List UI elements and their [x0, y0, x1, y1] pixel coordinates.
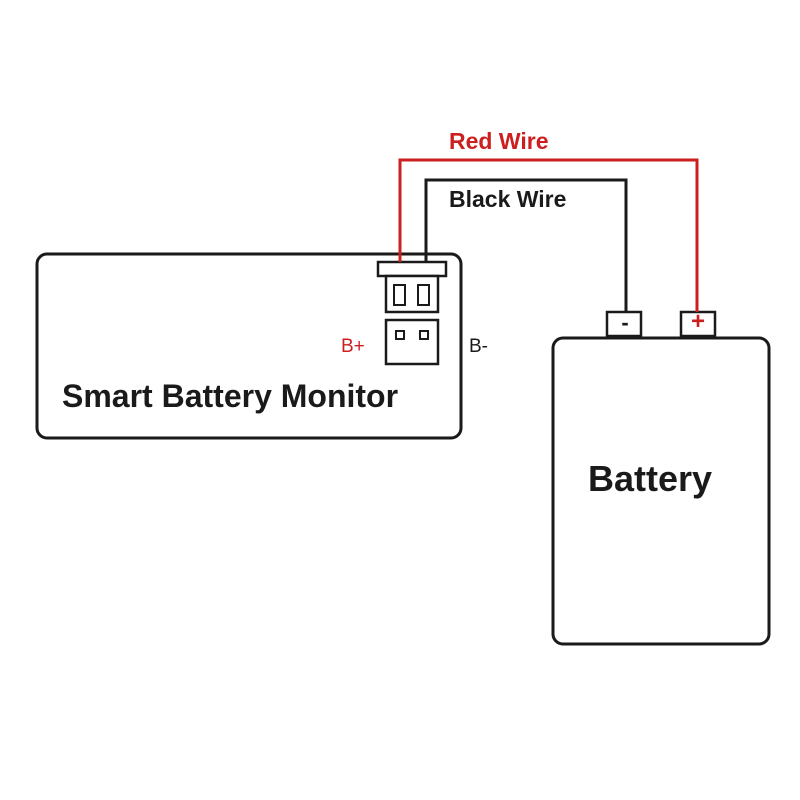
battery-title: Battery [588, 458, 713, 499]
terminal-negative [605, 310, 643, 338]
black-wire-label: Black Wire [449, 186, 567, 212]
pin-label-negative: B- [469, 336, 488, 357]
monitor-title: Smart Battery Monitor [62, 378, 399, 414]
black-wire [424, 178, 628, 312]
pin-label-positive: B+ [341, 336, 365, 357]
monitor-body [35, 252, 463, 440]
connector [376, 260, 448, 366]
terminal-negative-symbol: - [621, 310, 629, 335]
red-wire-label: Red Wire [449, 128, 549, 154]
battery-body [551, 336, 771, 646]
terminal-positive-symbol: + [690, 308, 705, 335]
red-wire [398, 158, 699, 312]
